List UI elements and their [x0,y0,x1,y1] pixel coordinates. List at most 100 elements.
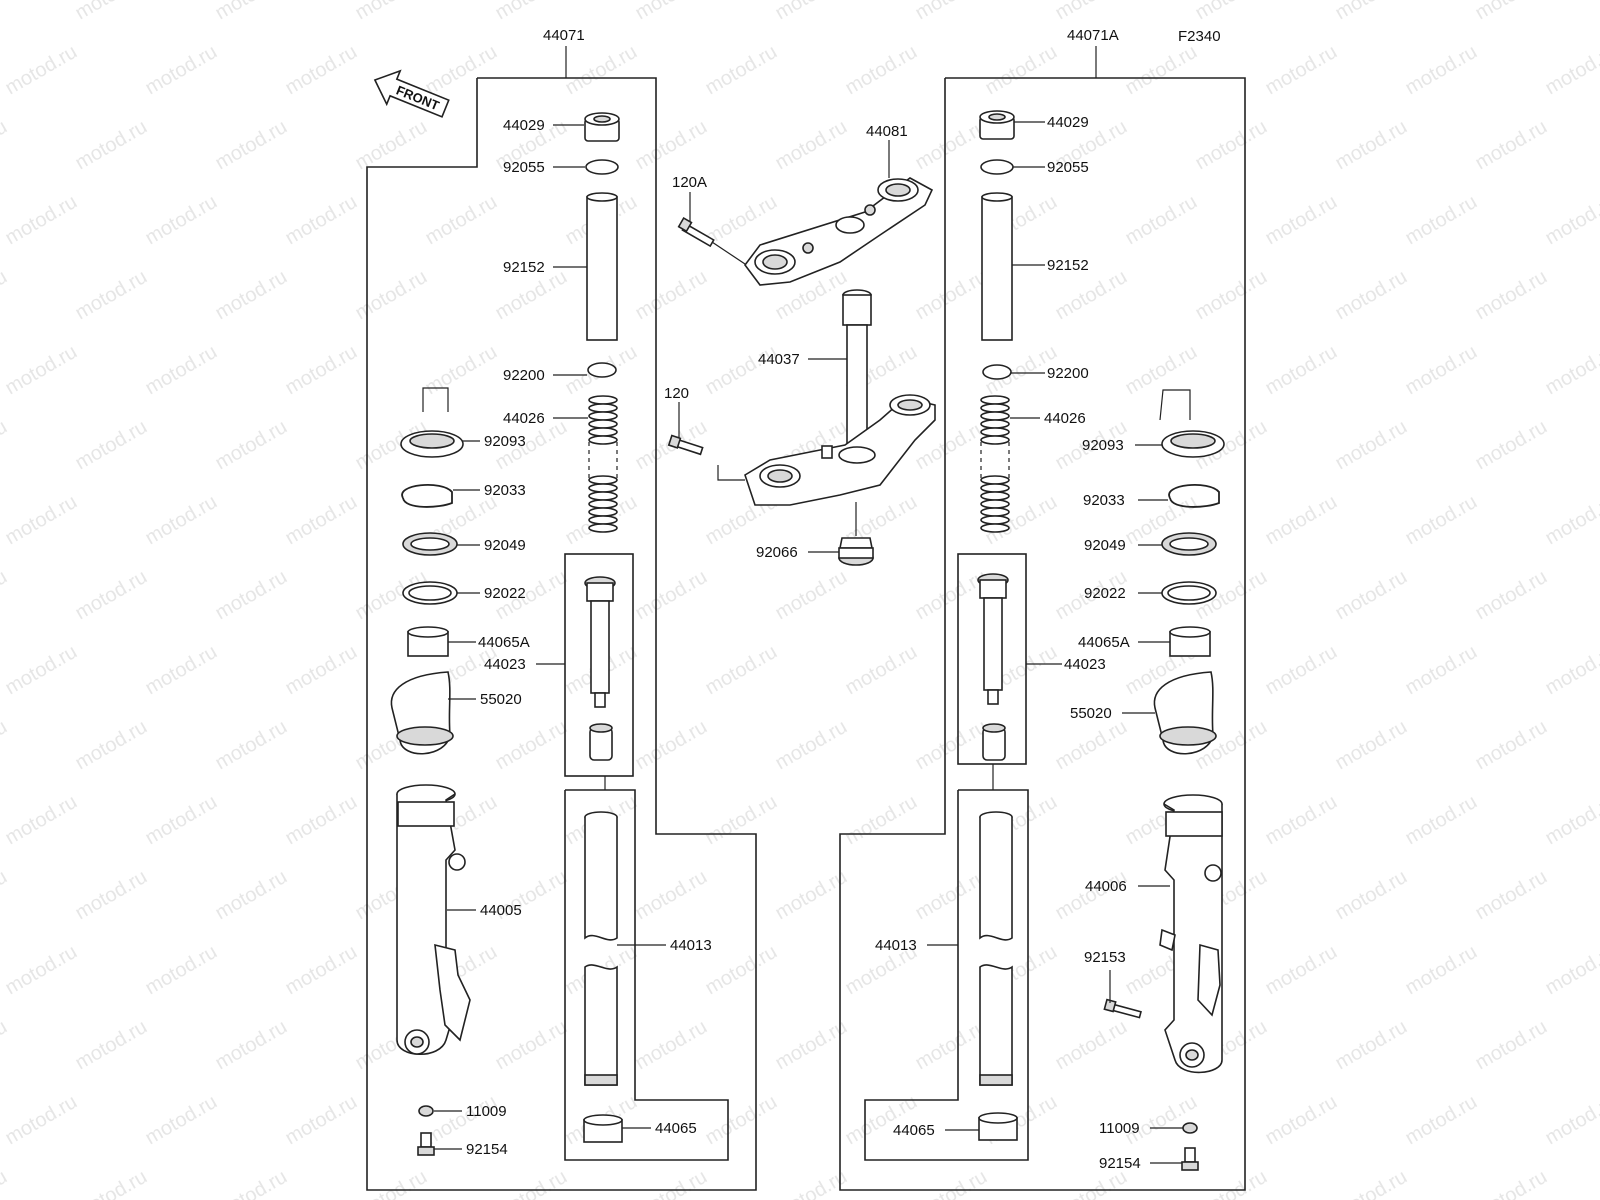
fork-spring [588,395,618,533]
watermark-text: motod.ru [142,41,221,100]
label-left-55020: 55020 [480,691,522,708]
label-44081: 44081 [866,123,908,140]
spacer-collar-right [981,192,1013,341]
watermark-text: motod.ru [212,266,291,325]
inner-tube-left [584,811,618,1086]
watermark-text: motod.ru [1472,0,1551,24]
watermark-text: motod.ru [1472,1166,1551,1200]
watermark-text: motod.ru [1402,341,1481,400]
watermark-text: motod.ru [1472,116,1551,175]
washer [587,362,617,378]
watermark-text: motod.ru [212,1016,291,1075]
fork-cap-bolt-right [979,110,1015,140]
spring-coil [980,411,1010,421]
watermark-text: motod.ru [72,716,151,775]
watermark-text: motod.ru [1402,791,1481,850]
label-right-92093: 92093 [1082,437,1124,454]
label-left-44029: 44029 [503,117,545,134]
label-right-92033: 92033 [1083,492,1125,509]
watermark-text: motod.ru [2,641,81,700]
caliper-bolt [1103,998,1142,1019]
watermark-text: motod.ru [142,641,221,700]
watermark-text: motod.ru [1192,116,1271,175]
watermark-text: motod.ru [1192,1166,1271,1200]
spacer-collar [586,192,618,341]
watermark-text: motod.ru [772,0,851,24]
label-left-92093: 92093 [484,433,526,450]
washer-right [982,364,1012,380]
watermark-text: motod.ru [282,41,361,100]
spring-coil [980,499,1010,509]
watermark-text: motod.ru [912,0,991,24]
label-left-11009: 11009 [466,1103,507,1120]
watermark-text: motod.ru [912,866,991,925]
spring-coil [588,395,618,405]
spring-coil [980,483,1010,493]
watermark-text: motod.ru [0,0,11,24]
watermark-text: motod.ru [1332,1016,1411,1075]
outer-tube-left [396,784,471,1056]
watermark-text: motod.ru [1472,266,1551,325]
watermark-text: motod.ru [282,941,361,1000]
label-left-44026: 44026 [503,410,545,427]
spring-coil [980,395,1010,405]
watermark-text: motod.ru [212,866,291,925]
label-right-44023: 44023 [1064,656,1106,673]
dust-seal [402,532,458,556]
spring-coil [980,419,1010,429]
watermark-text: motod.ru [422,41,501,100]
watermark-text: motod.ru [1542,941,1600,1000]
label-left-44065: 44065 [655,1120,697,1137]
watermark-text: motod.ru [282,641,361,700]
label-left-44065A: 44065A [478,634,530,651]
label-left-44005: 44005 [480,902,522,919]
watermark-text: motod.ru [422,191,501,250]
watermark-text: motod.ru [1262,641,1341,700]
watermark-text: motod.ru [72,866,151,925]
watermark-text: motod.ru [772,716,851,775]
watermark-text: motod.ru [282,1091,361,1150]
gasket [418,1105,434,1117]
spring-coil [588,403,618,413]
label-right-11009: 11009 [1099,1120,1140,1137]
watermark-text: motod.ru [212,116,291,175]
label-left-44013: 44013 [670,937,712,954]
label-left-92200: 92200 [503,367,545,384]
watermark-text: motod.ru [772,1166,851,1200]
bolt-120a [677,216,715,248]
label-left-92152: 92152 [503,259,545,276]
watermark-text: motod.ru [912,1166,991,1200]
watermark-text: motod.ru [0,116,11,175]
watermark-text: motod.ru [842,41,921,100]
spring-coil [980,515,1010,525]
watermark-text: motod.ru [0,266,11,325]
watermark-text: motod.ru [0,716,11,775]
watermark-text: motod.ru [1052,1016,1131,1075]
label-right-44006: 44006 [1085,878,1127,895]
inner-tube-right [979,811,1013,1086]
label-120A: 120A [672,174,707,191]
watermark-text: motod.ru [212,416,291,475]
steering-stem-lower-bracket [744,289,936,506]
watermark-text: motod.ru [632,866,711,925]
dust-seal-right [1161,532,1217,556]
watermark-text: motod.ru [0,416,11,475]
spring-coil [980,403,1010,413]
watermark-text: motod.ru [0,1166,11,1200]
watermark-text: motod.ru [142,491,221,550]
watermark-text: motod.ru [912,266,991,325]
spring-coil [980,491,1010,501]
watermark-text: motod.ru [912,716,991,775]
fork-guard [390,671,454,755]
watermark-text: motod.ru [422,341,501,400]
watermark-text: motod.ru [1052,866,1131,925]
watermark-text: motod.ru [492,1166,571,1200]
spring-coil [588,483,618,493]
assembly-label-right: 44071A [1067,27,1119,44]
watermark-text: motod.ru [1262,941,1341,1000]
watermark-text: motod.ru [1192,266,1271,325]
label-92066: 92066 [756,544,798,561]
label-left-92154: 92154 [466,1141,508,1158]
watermark-text: motod.ru [772,866,851,925]
